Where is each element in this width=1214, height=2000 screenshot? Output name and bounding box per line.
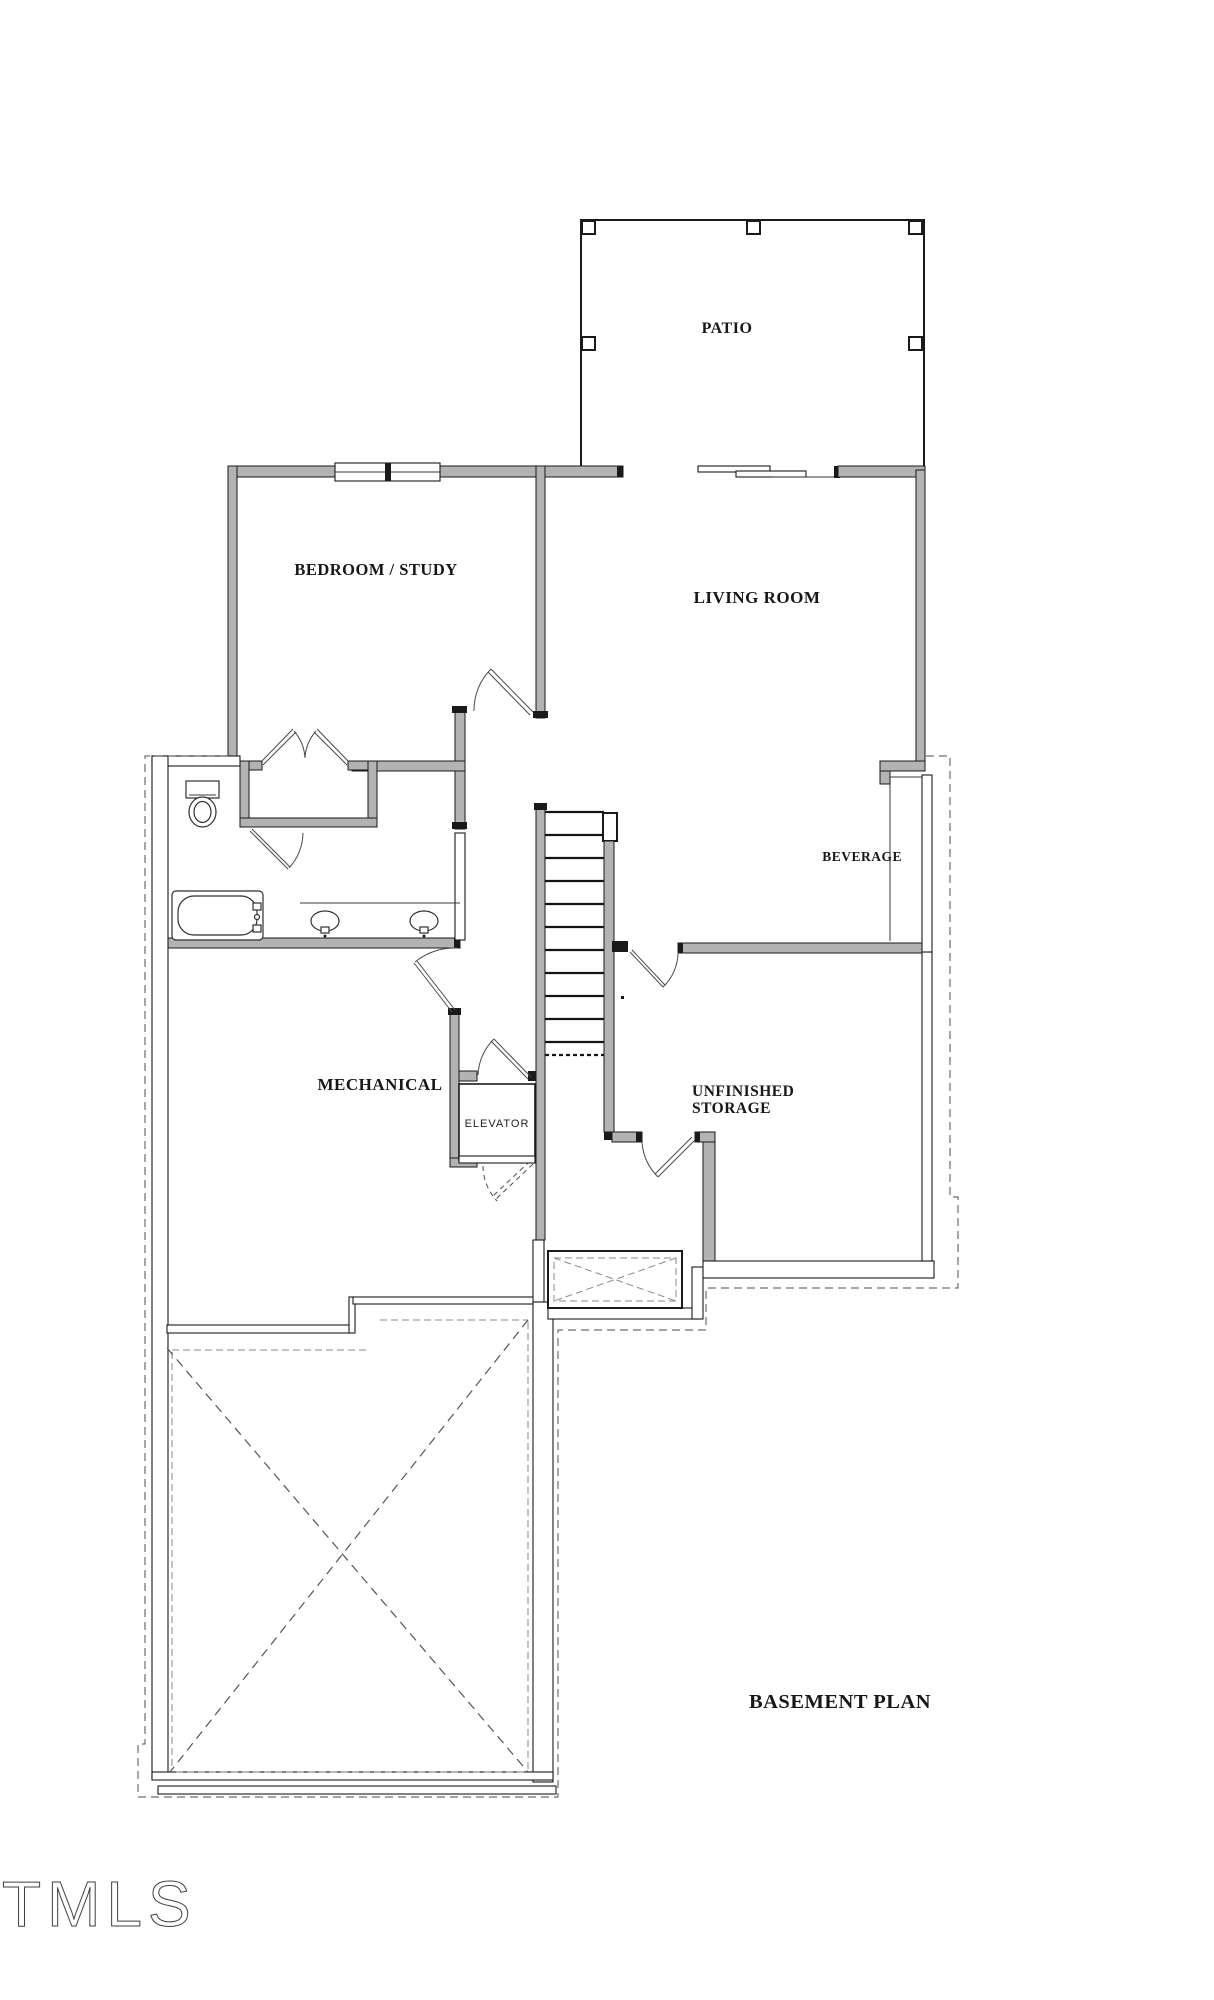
- elevator-shaft: ELEVATOR: [458, 1083, 536, 1164]
- room-label-mechanical: MECHANICAL: [318, 1075, 443, 1094]
- room-label-storage: STORAGE: [692, 1100, 771, 1117]
- room-label-living-room: LIVING ROOM: [694, 588, 821, 607]
- bathroom-door: [249, 828, 304, 870]
- patio-post: [908, 336, 923, 351]
- patio-post: [908, 220, 923, 235]
- toilet: [185, 780, 220, 828]
- walls: [166, 462, 929, 1266]
- room-label-elevator: ELEVATOR: [465, 1118, 530, 1130]
- elevator-door: [477, 1038, 532, 1080]
- patio-post: [581, 336, 596, 351]
- plan-title: BASEMENT PLAN: [749, 1691, 931, 1713]
- bedroom-door: [473, 668, 534, 716]
- foundation-walls: [151, 755, 935, 1795]
- bedroom-window: [334, 462, 441, 482]
- tmls-watermark: TMLS: [2, 1868, 197, 1940]
- room-label-patio: PATIO: [702, 320, 753, 337]
- room-label-unfinished: UNFINISHED: [692, 1083, 794, 1100]
- mechanical-door: [413, 947, 458, 1013]
- room-labels: PATIO BEDROOM / STUDY LIVING ROOM BEVERA…: [294, 320, 902, 1117]
- crossed-stoop: [547, 1250, 683, 1309]
- slab-x-marks: [166, 1319, 529, 1773]
- room-label-bedroom-study: BEDROOM / STUDY: [294, 560, 457, 579]
- vanity: [300, 902, 460, 938]
- foundation-dashed-outline: [137, 755, 959, 1798]
- bath-fixtures: [171, 780, 460, 941]
- understair-door: [482, 1160, 534, 1202]
- patio-post: [581, 220, 596, 235]
- staircase: [545, 810, 624, 1057]
- patio-outline: [580, 219, 925, 470]
- doors: [249, 668, 696, 1202]
- storage-upper-door: [629, 949, 679, 988]
- patio-post: [746, 220, 761, 235]
- room-label-beverage: BEVERAGE: [822, 849, 902, 864]
- beverage-counter: [889, 776, 922, 941]
- bathtub: [171, 890, 264, 941]
- closet-double-doors: [260, 728, 350, 766]
- storage-lower-door: [641, 1136, 696, 1178]
- patio-sliding-door: [697, 465, 838, 478]
- reference-dot: [621, 996, 624, 999]
